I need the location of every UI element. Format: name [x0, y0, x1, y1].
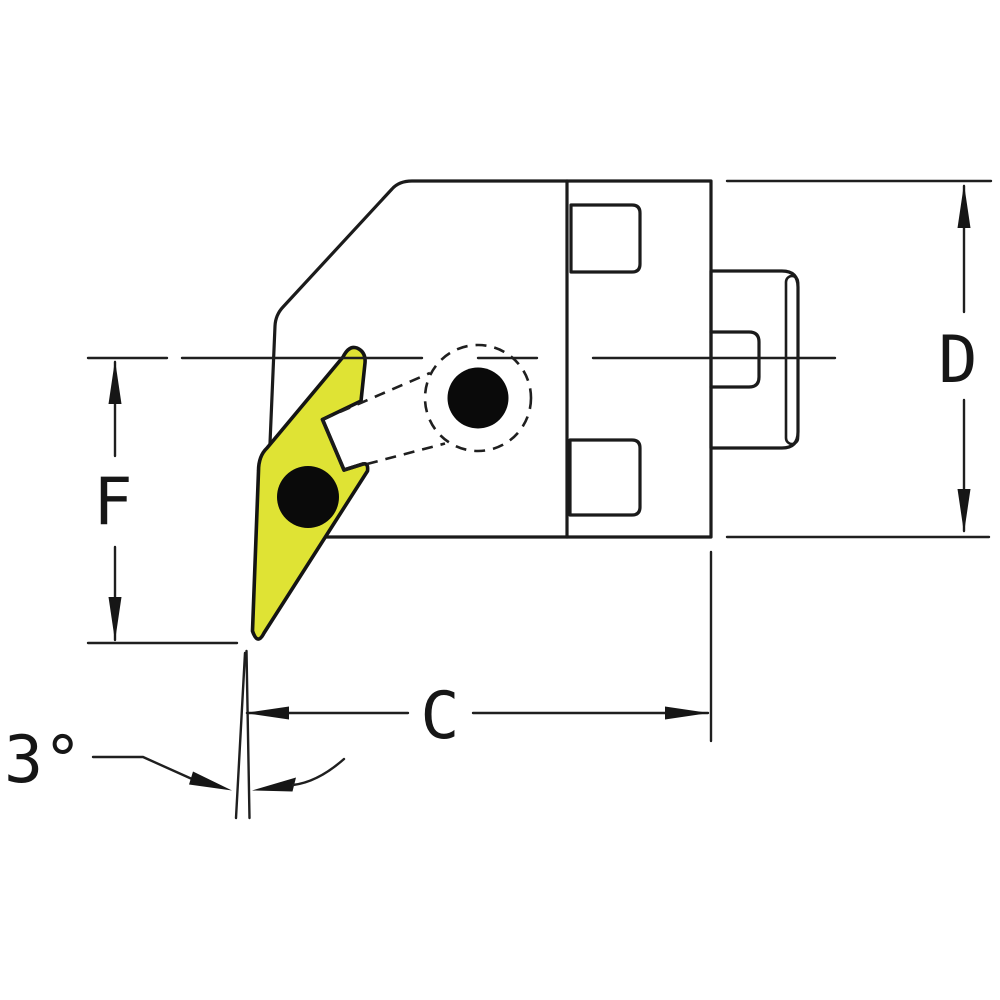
tool-body: [264, 179, 713, 539]
dimension-f: F: [86, 360, 239, 645]
angle-arc-tail: [291, 757, 346, 787]
coupling-notch-top: [569, 203, 642, 274]
clamp-finger-edge: [320, 417, 365, 472]
angle-arrow-right: [252, 777, 296, 792]
angle-callout: 3°: [4, 723, 346, 798]
dim-f-label: F: [93, 465, 132, 540]
pilot-notch: [709, 330, 761, 389]
angle-arrow-left: [189, 771, 232, 791]
pilot-end-face: [784, 274, 800, 446]
insert-hole: [277, 466, 339, 528]
d-arrow-down: [957, 489, 971, 533]
dimension-c: C: [234, 550, 713, 820]
dim-c-label: C: [420, 679, 459, 754]
d-arrow-up: [957, 184, 971, 228]
clamp-screw-boss-hidden: [423, 343, 533, 453]
c-arrow-left: [245, 706, 289, 720]
clamp-screw: [447, 367, 509, 429]
dim-d-label: D: [938, 323, 977, 398]
f-arrow-down: [108, 597, 122, 641]
coupling-notch-bottom: [568, 438, 642, 517]
c-flank-line-3deg: [234, 651, 247, 820]
c-extension-left-vertical: [245, 649, 251, 820]
c-arrow-right: [665, 706, 709, 720]
dimension-d: D: [725, 179, 993, 539]
angle-leader-line: [91, 755, 194, 781]
f-arrow-up: [108, 360, 122, 404]
clamp-hidden-edge-top: [321, 371, 431, 421]
angle-label: 3°: [4, 723, 82, 798]
clamp-hidden-edge-bottom: [366, 442, 446, 466]
